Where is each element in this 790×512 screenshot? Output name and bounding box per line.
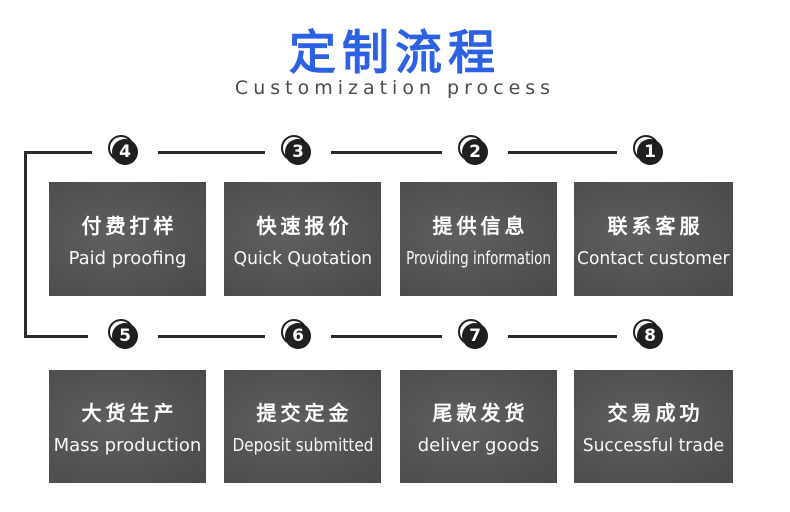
page-title: 定制流程 [289, 26, 501, 81]
connector-bracket-vertical [24, 151, 27, 338]
step-label-zh: 快速报价 [256, 213, 353, 238]
step-number: 1 [637, 139, 663, 165]
step-number: 4 [112, 139, 138, 165]
step-card-deposit-submitted: 提交定金 Deposit submitted [224, 370, 381, 483]
step-circle-7: 7 [458, 319, 488, 349]
step-label-en: Mass production [53, 435, 202, 456]
step-number: 5 [112, 323, 138, 349]
step-card-successful-trade: 交易成功 Successful trade [574, 370, 733, 483]
step-circle-1: 1 [633, 135, 663, 165]
connector-line [331, 335, 442, 338]
connector-line [331, 151, 442, 154]
step-number: 6 [285, 323, 311, 349]
step-card-providing-information: 提供信息 Providing information [400, 182, 557, 296]
connector-line [24, 151, 92, 154]
step-label-zh: 提供信息 [432, 213, 529, 238]
step-label-zh: 付费打样 [81, 213, 178, 238]
step-number: 8 [637, 323, 663, 349]
step-card-paid-proofing: 付费打样 Paid proofing [49, 182, 206, 296]
step-circle-3: 3 [281, 135, 311, 165]
step-label-en: deliver goods [417, 435, 540, 456]
step-number: 2 [462, 139, 488, 165]
connector-line [508, 335, 617, 338]
step-label-en: Providing information [406, 247, 551, 269]
step-label-en: Paid proofing [68, 247, 187, 269]
step-card-contact-customer: 联系客服 Contact customer [574, 182, 733, 296]
step-label-en: Deposit submitted [231, 435, 374, 456]
step-label-en: Successful trade [582, 435, 725, 456]
step-label-en: Quick Quotation [233, 247, 372, 269]
step-card-quick-quotation: 快速报价 Quick Quotation [224, 182, 381, 296]
step-circle-5: 5 [108, 319, 138, 349]
connector-line [24, 335, 88, 338]
connector-line [158, 335, 265, 338]
step-number: 7 [462, 323, 488, 349]
step-label-zh: 联系客服 [607, 213, 704, 238]
step-circle-6: 6 [281, 319, 311, 349]
step-circle-4: 4 [108, 135, 138, 165]
step-card-deliver-goods: 尾款发货 deliver goods [400, 370, 557, 483]
step-circle-2: 2 [458, 135, 488, 165]
step-label-zh: 提交定金 [256, 401, 353, 425]
step-card-mass-production: 大货生产 Mass production [49, 370, 206, 483]
page-subtitle: Customization process [234, 77, 556, 99]
connector-line [158, 151, 265, 154]
step-number: 3 [285, 139, 311, 165]
step-circle-8: 8 [633, 319, 663, 349]
step-label-zh: 大货生产 [81, 401, 178, 425]
step-label-en: Contact customer [577, 247, 730, 269]
step-label-zh: 尾款发货 [432, 401, 529, 425]
connector-line [508, 151, 617, 154]
step-label-zh: 交易成功 [607, 401, 704, 425]
